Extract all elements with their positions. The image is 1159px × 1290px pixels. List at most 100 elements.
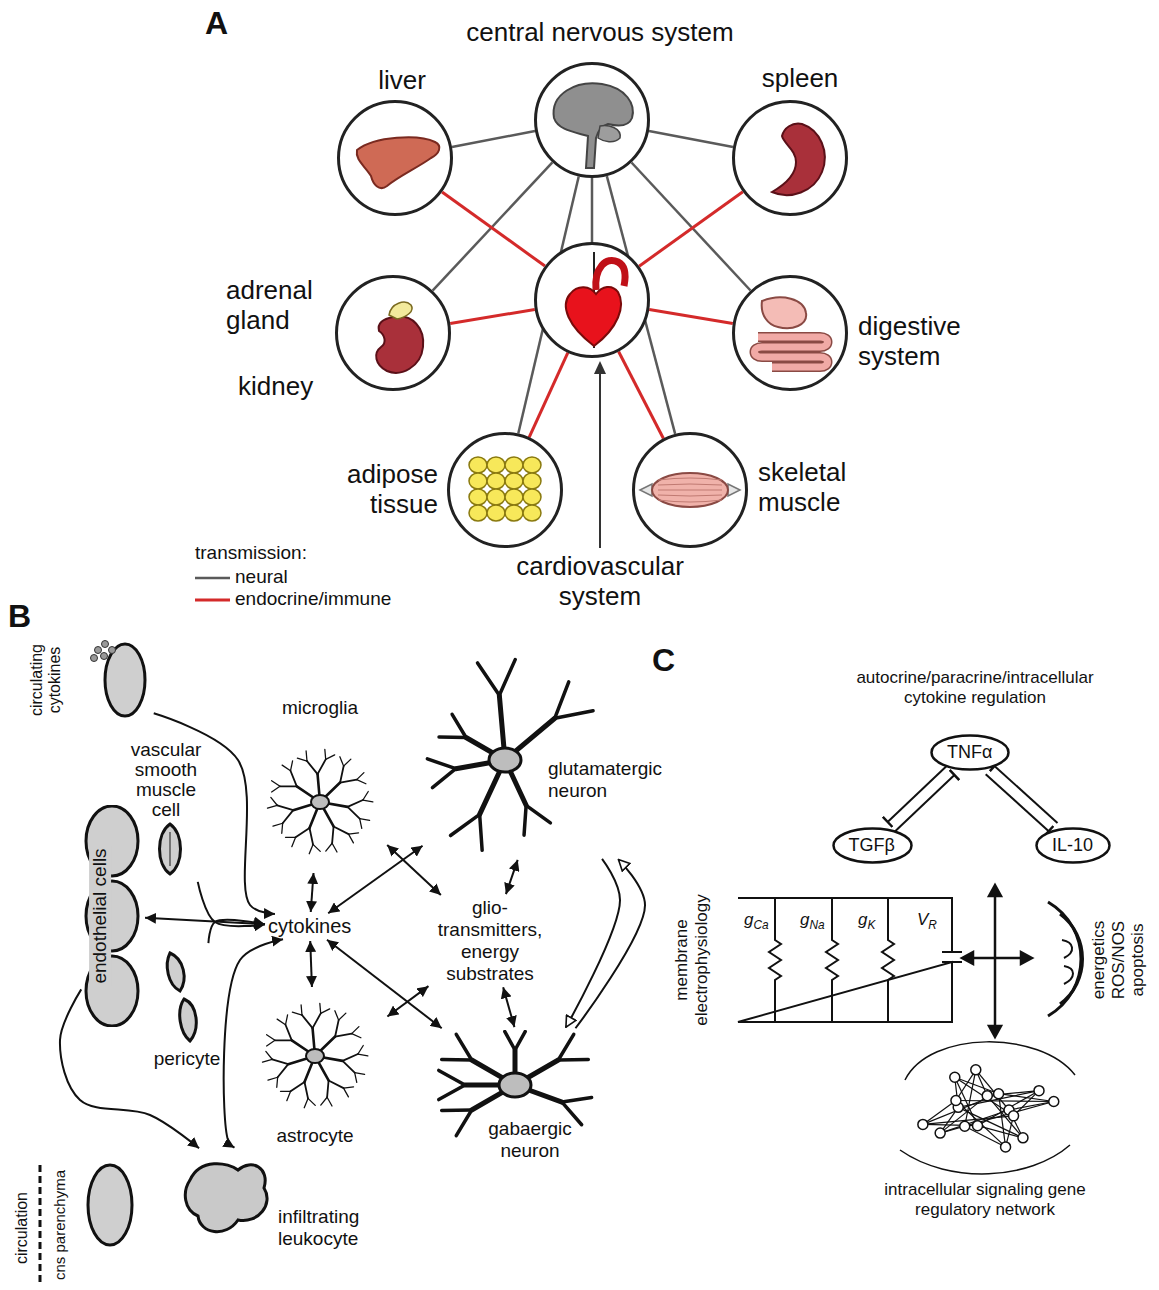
connector <box>566 859 620 1027</box>
connector <box>994 766 1057 823</box>
node-text: gabaergic neuron <box>482 1118 578 1162</box>
node-text: circulating cytokines <box>28 626 65 734</box>
connector <box>888 766 947 822</box>
connector <box>310 941 312 987</box>
legend-text: endocrine/immune <box>235 588 391 610</box>
section-label: energetics ROS/NOS apoptosis <box>1089 895 1148 1025</box>
connector <box>619 352 664 439</box>
organ-circle: adrenal glandkidney <box>335 275 451 391</box>
node-text: liver <box>342 66 462 96</box>
node-text: glio- transmitters, energy substrates <box>420 897 560 984</box>
cell-drawing <box>632 432 748 548</box>
node-text: TGFβ <box>832 827 912 864</box>
node-text: cardiovascular system <box>495 552 705 612</box>
node-text: IL-10 <box>1035 827 1110 864</box>
connector <box>895 775 954 831</box>
node-text: cytokines <box>268 915 351 938</box>
microglia-cell: microglia <box>255 695 385 870</box>
voltage-label: VR <box>917 910 937 933</box>
connector <box>208 920 265 943</box>
node-text: kidney <box>238 372 313 402</box>
cell-drawing <box>732 275 848 391</box>
connector <box>506 860 518 894</box>
connector <box>591 178 594 242</box>
cell-drawing <box>534 62 650 178</box>
node-text: glutamatergic neuron <box>548 758 683 802</box>
connector <box>503 987 514 1027</box>
panel-letter: A <box>205 5 228 42</box>
organ-circle: skeletal muscle <box>632 432 748 548</box>
node-text: skeletal muscle <box>758 458 888 518</box>
node-text: adrenal gland <box>226 276 344 336</box>
connector <box>639 192 743 266</box>
cell-drawing <box>732 100 848 216</box>
node-text: digestive system <box>858 312 998 372</box>
cytokine-ellipse: TGFβ <box>832 827 913 864</box>
cytokine-ellipse: TNFα <box>930 734 1010 771</box>
connector <box>387 845 441 895</box>
node-text: microglia <box>255 697 385 719</box>
connector <box>575 860 645 1029</box>
conductance-label: gK <box>858 910 875 933</box>
signal-label: cytokines <box>268 915 351 938</box>
neuron: glutamatergic neuron <box>425 645 685 857</box>
connector <box>986 774 1049 831</box>
connector <box>450 309 535 323</box>
heart-circle: cardiovascular system <box>534 242 650 358</box>
cell-drawing <box>335 275 451 391</box>
connector <box>224 939 283 1147</box>
connector <box>529 353 568 438</box>
section-label: membrane electrophysiology <box>672 885 711 1035</box>
connector <box>328 846 422 914</box>
signal-label: glio- transmitters, energy substrates <box>420 897 560 984</box>
organ-circle: spleen <box>732 100 848 216</box>
region-label: cns parenchyma <box>51 1170 68 1280</box>
organ-circle: adipose tissue <box>447 432 563 548</box>
cell-drawing <box>425 645 685 857</box>
boundary-line <box>39 1165 42 1285</box>
panel-letter: B <box>8 598 31 635</box>
legend-text: neural <box>235 566 288 588</box>
organ-circle: digestive system <box>732 275 848 391</box>
node-text: astrocyte <box>245 1125 385 1147</box>
connector <box>649 310 733 324</box>
connector <box>327 940 442 1028</box>
section-heading: autocrine/paracrine/intracellular cytoki… <box>830 668 1120 707</box>
legend-title: transmission: <box>195 542 307 564</box>
region-label: circulation <box>13 1192 31 1264</box>
conductance-label: gNa <box>800 910 825 933</box>
connector <box>311 873 314 912</box>
astrocyte-cell: astrocyte <box>245 990 385 1150</box>
leukocyte-cell: infiltrating leukocyte <box>180 1150 385 1260</box>
connector <box>442 192 545 266</box>
connector <box>452 131 535 147</box>
legend-line <box>195 577 230 580</box>
node-text: central nervous system <box>380 18 820 48</box>
mitochondrion <box>1048 902 1083 1016</box>
organ-circle: liver <box>337 100 453 216</box>
conductance-label: gCa <box>744 910 769 933</box>
pericyte-cell: pericyte <box>140 945 235 1075</box>
leader-arrow <box>594 361 606 548</box>
cell-drawing <box>534 242 650 358</box>
cell-drawing <box>447 432 563 548</box>
endothelium: endothelial cells <box>82 805 142 1027</box>
node-text: infiltrating leukocyte <box>278 1206 384 1250</box>
cell-drawing <box>255 695 385 870</box>
blood-cell <box>88 1165 132 1245</box>
neuron: gabaergic neuron <box>430 1030 640 1170</box>
node-text: pericyte <box>140 1048 235 1070</box>
node-text: endothelial cells <box>89 845 111 986</box>
node-text: adipose tissue <box>318 460 438 520</box>
node-text: vascular smooth muscle cell <box>121 740 211 820</box>
legend-line <box>195 599 230 602</box>
network <box>900 1042 1075 1174</box>
connector <box>433 162 553 290</box>
circuit <box>738 898 962 1022</box>
node-text: TNFα <box>930 734 1009 771</box>
connector <box>649 131 733 147</box>
section-label: intracellular signaling gene regulatory … <box>875 1180 1095 1219</box>
cytokine-ellipse: IL-10 <box>1035 827 1111 864</box>
cell-drawing <box>337 100 453 216</box>
